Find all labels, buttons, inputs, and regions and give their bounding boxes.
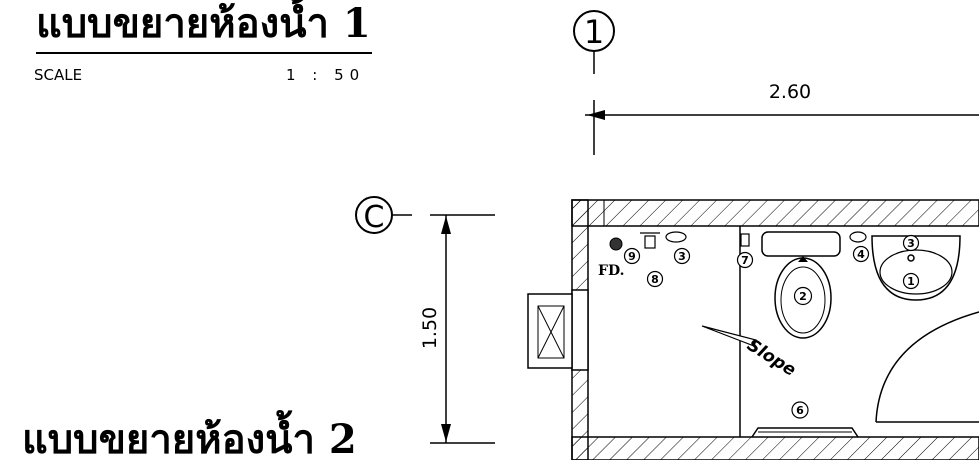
- dimension-width: 2.60: [585, 81, 979, 120]
- grab-bar: [751, 427, 859, 438]
- fixture-tag-1: 1: [902, 272, 920, 290]
- tissue-holder: [740, 231, 867, 247]
- svg-text:2.60: 2.60: [769, 81, 811, 103]
- svg-text:8: 8: [651, 273, 659, 286]
- shower-area: [875, 311, 979, 423]
- svg-text:2: 2: [799, 290, 807, 303]
- drawing-title-bathroom-2: แบบขยายห้องน้ำ 2: [22, 416, 357, 463]
- fixture-tag-9: 9: [623, 247, 641, 265]
- grid-bubble-c: C: [355, 196, 412, 235]
- fixture-tag-4: 4: [852, 245, 870, 263]
- svg-text:7: 7: [741, 254, 749, 267]
- svg-text:FD.: FD.: [598, 263, 624, 279]
- fixture-tag-8: 8: [646, 270, 664, 288]
- svg-text:1: 1: [907, 275, 915, 288]
- fixture-tag-2: 2: [793, 286, 813, 306]
- toilet: [761, 231, 841, 339]
- shower-fixture: [640, 231, 687, 249]
- drawing-title-bathroom-1: แบบขยายห้องน้ำ 1: [36, 0, 371, 47]
- svg-text:C: C: [364, 200, 385, 235]
- scale-value: 1 : 50: [286, 66, 366, 84]
- svg-text:3: 3: [907, 237, 915, 250]
- fixture-tag-7: 7: [736, 251, 754, 269]
- fixture-tag-3a: 3: [673, 247, 691, 265]
- grid-bubble-1: 1: [573, 10, 615, 155]
- wash-basin: [871, 235, 961, 301]
- fixture-tag-6: 6: [791, 401, 809, 419]
- svg-text:9: 9: [628, 250, 636, 263]
- dimension-height: 1.50: [419, 214, 495, 444]
- door-opening: [527, 289, 589, 371]
- svg-text:4: 4: [857, 248, 865, 261]
- scale-label: SCALE: [34, 66, 83, 84]
- svg-text:6: 6: [796, 404, 804, 417]
- fixture-tag-3b: 3: [902, 234, 920, 252]
- floor-drain: FD.: [598, 237, 624, 279]
- svg-text:1.50: 1.50: [419, 307, 441, 349]
- svg-text:3: 3: [678, 250, 686, 263]
- slope-annotation: Slope: [701, 325, 799, 381]
- svg-text:1: 1: [584, 13, 604, 51]
- svg-text:Slope: Slope: [743, 335, 799, 380]
